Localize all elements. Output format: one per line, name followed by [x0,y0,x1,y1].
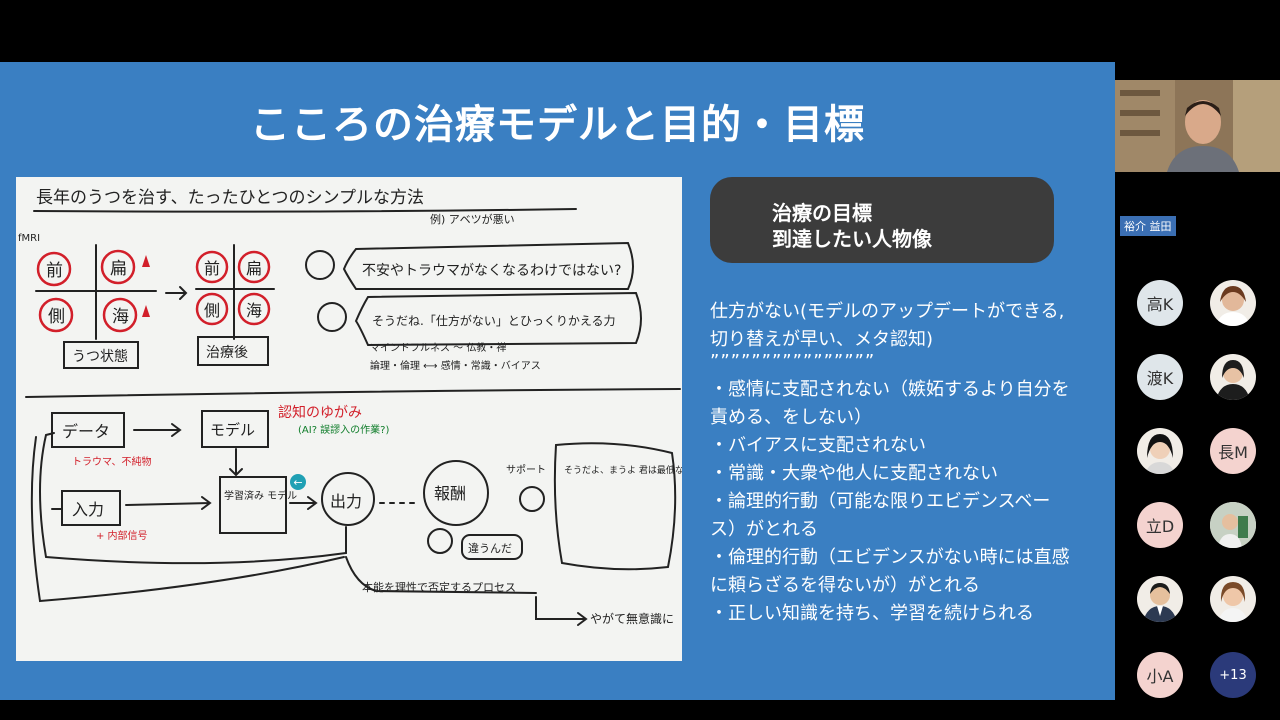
wb-bubble2: そうだね.「仕方がない」とひっくりかえる力 [372,313,615,328]
participant-avatar[interactable]: 渡K [1137,354,1183,400]
wb-data-sub: トラウマ、不純物 [72,455,152,468]
participant-avatar[interactable]: 長M [1210,428,1256,474]
wb-model-box: モデル [210,421,255,439]
wb-honno: 本能を理性で否定するプロセス [362,580,516,594]
more-participants-button[interactable]: +13 [1210,652,1256,698]
goal-item: ・感情に支配されない（嫉妬するより自分を責める、をしない） [710,379,1070,428]
wb-ninchi: 認知のゆがみ [278,404,362,421]
wb-mindful: マインドフルネス 〜 仏教・禅 [370,341,506,354]
speaker-name-tag: 裕介 益田 [1120,216,1176,236]
participant-avatar[interactable]: 小A [1137,652,1183,698]
slide-title: こころの治療モデルと目的・目標 [250,102,865,148]
participant-photo-avatar[interactable] [1210,280,1256,326]
wb-q2-a: 前 [204,259,220,278]
goal-item: ・常識・大衆や他人に支配されない [710,463,998,484]
participant-photo-avatar[interactable] [1137,576,1183,622]
wb-chigau: 違うんだ [468,542,512,555]
participant-avatar[interactable]: 高K [1137,280,1183,326]
goal-header-box: 治療の目標 到達したい人物像 [710,177,1054,263]
wb-note-ex: 例) アベツが悪い [430,212,515,226]
wb-learned-box: 学習済み モデル [224,489,297,502]
wb-input-sub: + 内部信号 [96,529,148,542]
wb-support: サポート [506,464,546,476]
participant-photo-avatar[interactable] [1137,428,1183,474]
goal-subtitle: 到達したい人物像 [772,227,932,251]
wb-q1-a: 前 [46,261,63,281]
goal-item: ・バイアスに支配されない [710,435,926,456]
wb-reward: 報酬 [434,484,466,503]
goal-item: ・論理的行動（可能な限りエビデンスベース）がとれる [710,491,1051,540]
wb-ninchi-sub: (AI? 誤謬入の作業?) [298,423,389,436]
participant-avatar[interactable]: 立D [1137,502,1183,548]
whiteboard-image: 長年のうつを治す、たったひとつのシンプルな方法 fMRI 前 扁 側 海 前 扁… [16,177,682,661]
wb-fmri: fMRI [18,233,40,244]
wb-data-box: データ [62,422,110,441]
goal-item: ・倫理的行動（エビデンスがない時には直感に頼らざるを得ないが）がとれる [710,547,1070,596]
pointer-cursor-icon: ← [290,474,306,490]
participant-photo-avatar[interactable] [1210,502,1256,548]
wb-box-after: 治療後 [206,344,248,361]
wb-bubble1: 不安やトラウマがなくなるわけではない? [362,263,621,279]
participant-photo-avatar[interactable] [1210,576,1256,622]
goal-item: ・正しい知識を持ち、学習を続けられる [710,603,1034,624]
wb-q1-b: 扁 [110,259,127,279]
wb-yagate: やがて無意識に [590,611,674,626]
wb-output: 出力 [330,492,362,511]
wb-support-text: そうだよ、まうよ 君は最低な人では ないよ。 仕方がなかったんだね [564,464,682,476]
wb-q2-c: 側 [204,301,220,320]
speaker-video[interactable] [1115,80,1280,172]
wb-q2-b: 扁 [246,259,262,278]
wb-ronri: 論理・倫理 ⟷ 感情・常識・バイアス [370,359,541,372]
wb-box-utsu: うつ状態 [72,349,128,365]
goal-intro: 仕方がない(モデルのアップデートができる,切り替えが早い、メタ認知) [710,301,1065,350]
goal-title: 治療の目標 [772,201,872,225]
participant-photo-avatar[interactable] [1210,354,1256,400]
wb-heading: 長年のうつを治す、たったひとつのシンプルな方法 [36,188,424,208]
wb-q1-d: 海 [112,307,129,327]
wb-q2-d: 海 [246,301,262,320]
goal-text: 仕方がない(モデルのアップデートができる,切り替えが早い、メタ認知) ”””””… [710,298,1070,628]
wb-input-box: 入力 [72,500,104,519]
wb-q1-c: 側 [48,307,65,327]
goal-quotes: ”””””””””””””””” [710,351,876,372]
